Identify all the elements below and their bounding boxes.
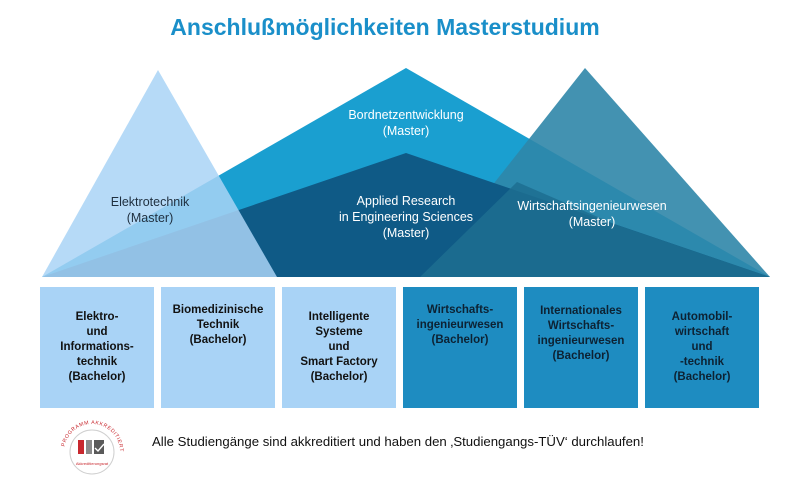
bachelor-box-biomedizin: Biomedizinische Technik (Bachelor) <box>161 287 275 408</box>
triangle-elektrotechnik <box>42 70 277 277</box>
label-wirtschaft: Wirtschaftsingenieurwesen (Master) <box>517 199 667 229</box>
bachelor-box-wirtschaftsing: Wirtschafts- ingenieurwesen (Bachelor) <box>403 287 517 408</box>
bachelor-box-elektro: Elektro- und Informations- technik (Bach… <box>40 287 154 408</box>
page-title: Anschlußmöglichkeiten Masterstudium <box>170 14 600 40</box>
accreditation-note: Alle Studiengänge sind akkreditiert und … <box>152 434 644 449</box>
bachelor-box-automobil: Automobil- wirtschaft und -technik (Bach… <box>645 287 759 408</box>
label-elektrotechnik: Elektrotechnik (Master) <box>110 195 190 225</box>
triangle-overlap-right <box>420 182 770 277</box>
label-bordnetz: Bordnetzentwicklung (Master) <box>348 108 464 138</box>
bachelor-box-international: Internationales Wirtschafts- ingenieurwe… <box>524 287 638 408</box>
label-applied: Applied Research in Engineering Sciences… <box>338 194 474 240</box>
accreditation-seal-icon: PROGRAMM AKKREDITIERT Akkreditierungsrat <box>61 420 123 475</box>
svg-text:Akkreditierungsrat: Akkreditierungsrat <box>76 461 109 466</box>
bachelor-box-intelligente: Intelligente Systeme und Smart Factory (… <box>282 287 396 408</box>
